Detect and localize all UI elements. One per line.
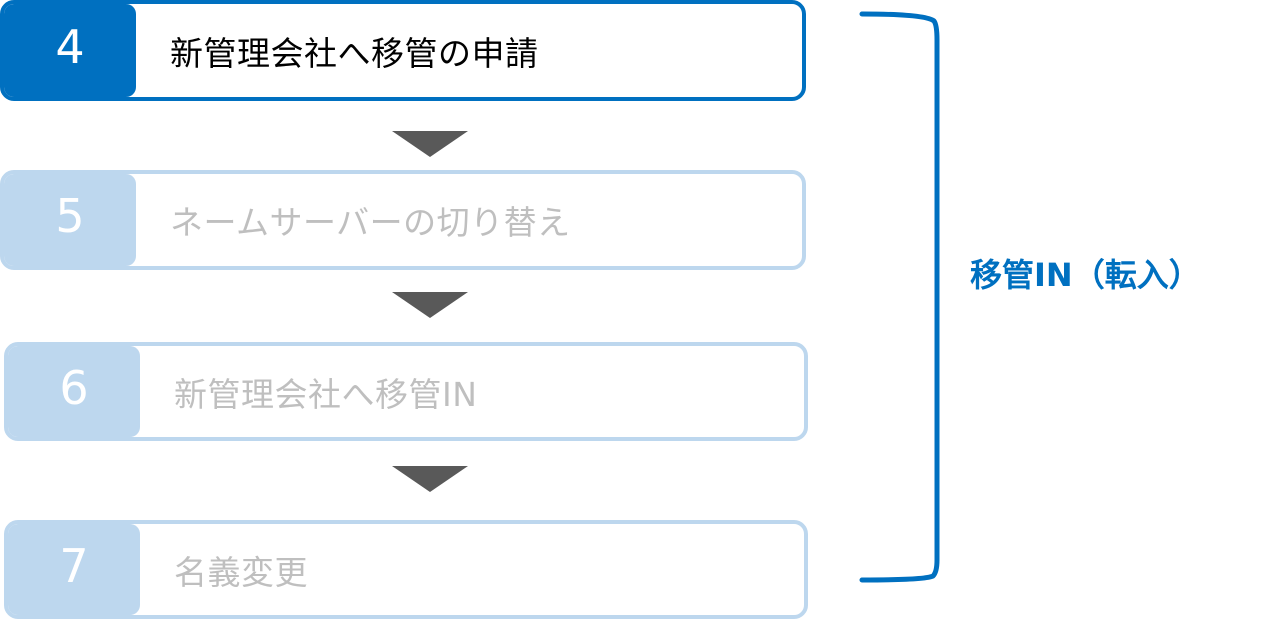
step-number-badge: 6: [8, 346, 140, 437]
down-arrow-icon: [392, 466, 468, 492]
step-7: 7 名義変更: [4, 520, 808, 619]
step-number-badge: 7: [8, 524, 140, 615]
down-arrow-icon: [392, 292, 468, 318]
step-label: 名義変更: [174, 552, 308, 592]
step-number-badge: 5: [4, 174, 136, 266]
step-label: 新管理会社へ移管の申請: [170, 33, 539, 73]
step-label: ネームサーバーの切り替え: [170, 203, 571, 242]
step-5: 5 ネームサーバーの切り替え: [0, 170, 806, 270]
step-6: 6 新管理会社へ移管IN: [4, 342, 808, 441]
step-number-badge: 4: [4, 4, 136, 97]
down-arrow-icon: [392, 131, 468, 157]
step-label: 新管理会社へ移管IN: [174, 374, 478, 414]
step-4: 4 新管理会社へ移管の申請: [0, 0, 806, 101]
bracket-label: 移管IN（転入）: [970, 256, 1201, 294]
